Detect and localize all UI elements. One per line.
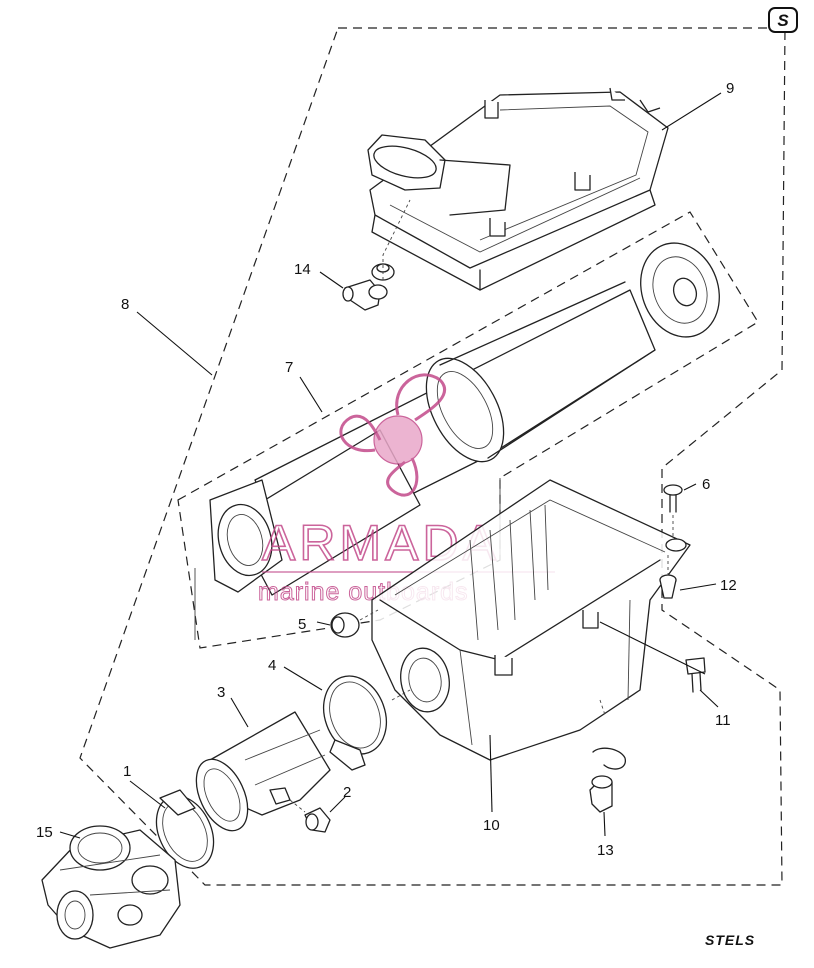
part-label-6: 6 [702,476,710,493]
air-box-lid [367,87,669,291]
part-label-1: 1 [123,763,131,780]
grommet-12 [659,555,677,599]
part-label-13: 13 [597,842,614,859]
part-label-15: 15 [36,824,53,841]
watermark-propeller-hub [373,415,423,465]
part-label-4: 4 [268,657,276,674]
part-label-14: 14 [294,261,311,278]
elbow-fitting [289,799,331,833]
hose-clamp-4 [323,675,411,771]
grommet-5 [330,609,379,638]
part-label-7: 7 [285,359,293,376]
assembly-boundary [79,27,786,886]
screw-6 [663,484,683,540]
brand-mark: STELS [705,932,755,948]
air-box-case [371,479,691,761]
part-label-5: 5 [298,616,306,633]
part-label-12: 12 [720,577,737,594]
leader-lines [59,92,722,839]
breather-fitting [342,199,411,311]
part-label-3: 3 [217,684,225,701]
part-label-11: 11 [715,712,731,729]
clip-13 [589,747,626,813]
corner-badge: S [768,7,798,33]
part-labels: 9 14 8 7 6 12 5 4 3 11 1 2 10 15 13 [36,80,737,859]
part-label-2: 2 [343,784,351,801]
carburetor [41,825,181,949]
part-label-8: 8 [121,296,129,313]
filter-group-boundary [177,211,759,649]
part-label-10: 10 [483,817,500,834]
corner-badge-text: S [777,11,789,30]
filter-element [209,242,720,596]
intake-joint [195,711,331,832]
bolt-11 [685,657,706,693]
watermark-propeller-blades [339,373,447,497]
part-label-9: 9 [726,80,734,97]
hose-clamp-1 [155,789,215,869]
